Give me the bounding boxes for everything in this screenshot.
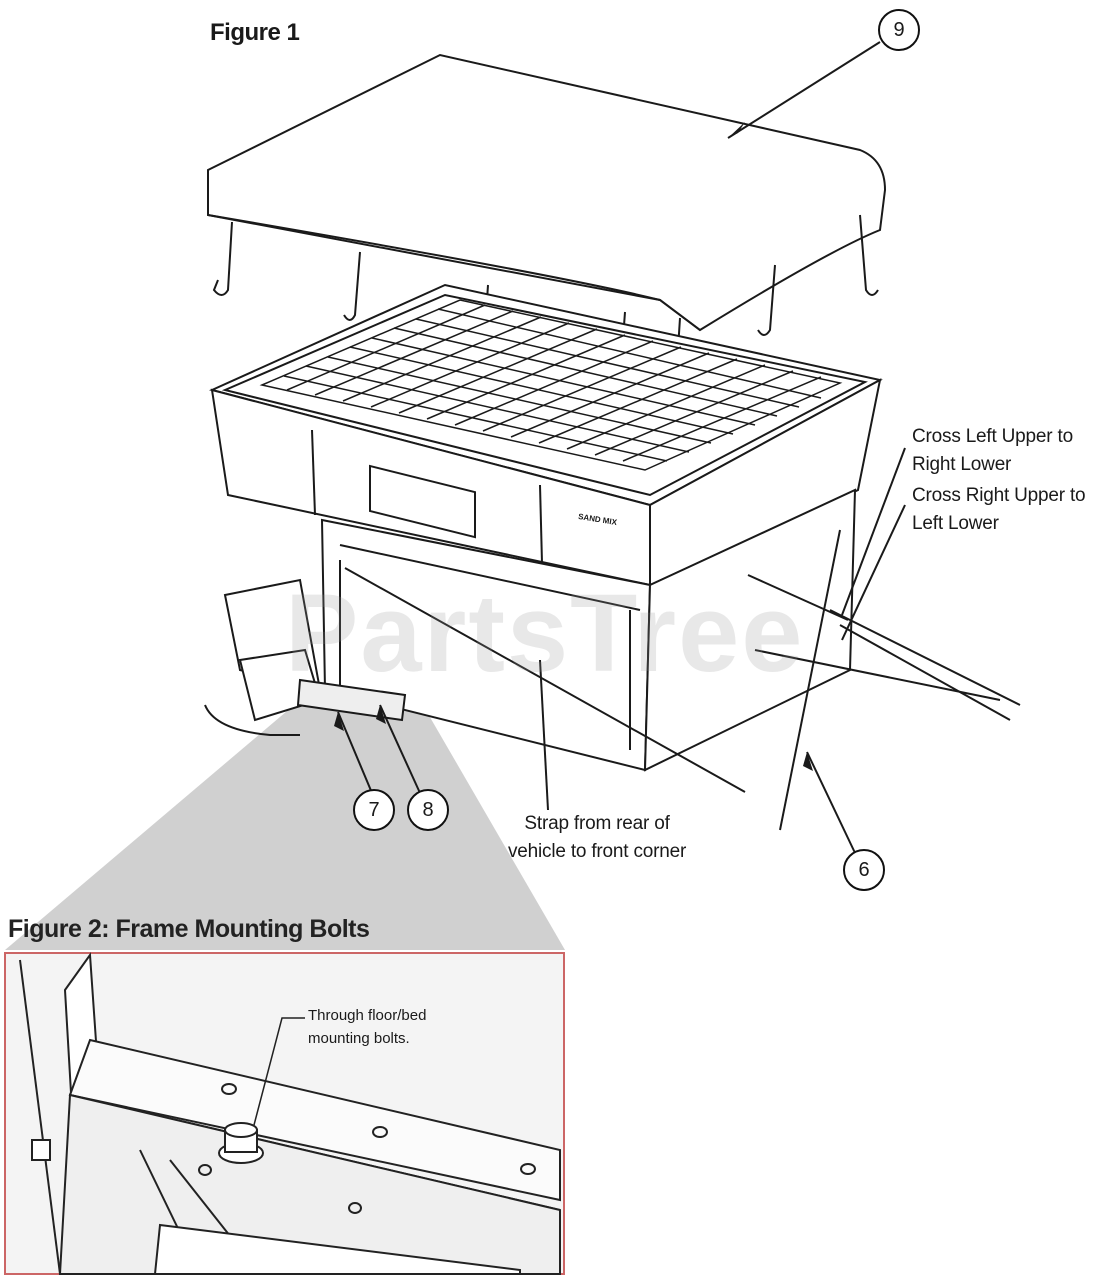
callout-strap: Strap from rear of vehicle to front corn…: [508, 810, 686, 866]
zoom-wedge: [5, 700, 565, 950]
grate: [259, 299, 843, 471]
part-number-frame-a: 7: [353, 789, 395, 831]
part-number-frame-b: 8: [407, 789, 449, 831]
figure2-title: Figure 2: Frame Mounting Bolts: [8, 915, 370, 943]
cover: [207, 53, 887, 332]
mounting-bracket: [296, 678, 407, 722]
callout-line: Cross Left Upper to: [912, 426, 1073, 447]
callout-line: mounting bolts.: [308, 1030, 410, 1047]
watermark: PartsTree: [285, 572, 805, 695]
callout-line: vehicle to front corner: [508, 841, 687, 862]
part-number-cover: 9: [878, 9, 920, 51]
callout-line: Left Lower: [912, 513, 999, 534]
callout-cross-right-upper: Cross Right Upper to Left Lower: [912, 482, 1086, 538]
callout-line: Strap from rear of: [524, 813, 670, 834]
hopper-assembly: [204, 41, 1021, 856]
callout-line: Right Lower: [912, 454, 1012, 475]
figure1-title: Figure 1: [210, 19, 300, 46]
part-number-strap: 6: [843, 849, 885, 891]
callout-mounting-bolts: Through floor/bed mounting bolts.: [308, 1004, 426, 1050]
straps: [344, 529, 1021, 831]
callout-line: Cross Right Upper to: [912, 485, 1086, 506]
callout-line: Through floor/bed: [308, 1007, 427, 1024]
callout-cross-left-upper: Cross Left Upper to Right Lower: [912, 423, 1073, 479]
hopper-side: [649, 378, 882, 587]
figure2-inset: [4, 952, 565, 1275]
